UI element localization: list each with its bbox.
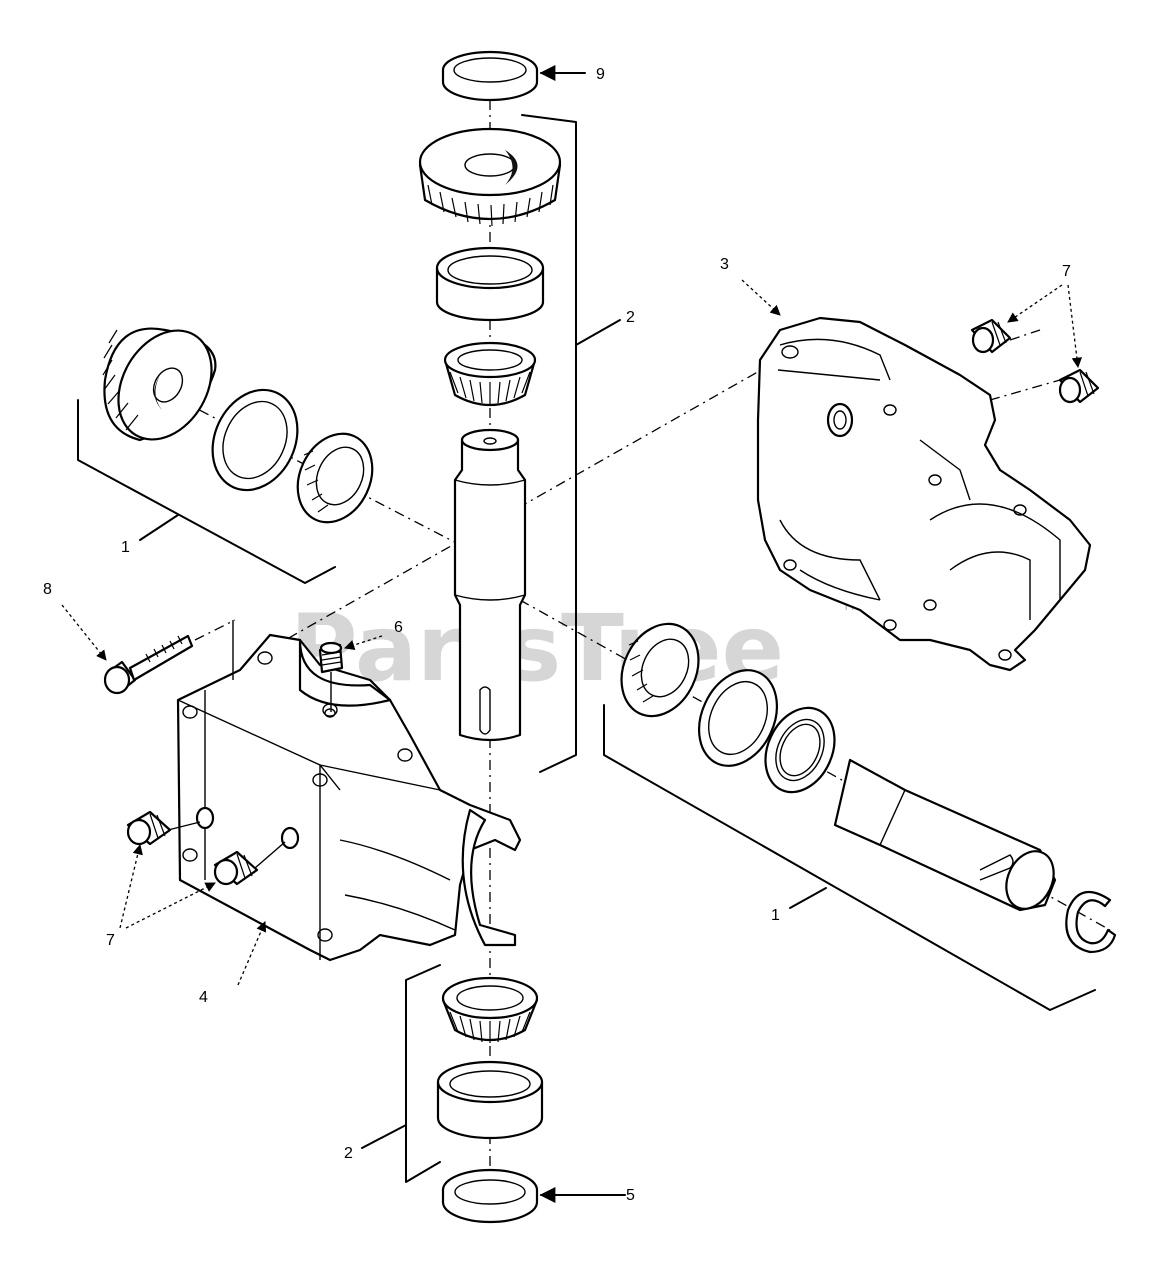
housing-half-right	[756, 316, 1092, 672]
tapered-bearing-left	[296, 432, 374, 524]
callout-4: 4	[199, 989, 208, 1006]
callout-3: 3	[720, 256, 729, 273]
bearing-cup-left	[211, 388, 299, 492]
callout-5: 5	[626, 1187, 635, 1204]
seal-part-9	[441, 50, 539, 102]
seal-right	[764, 706, 836, 794]
cap-screw-part-8	[103, 634, 194, 695]
callout-7-left: 7	[106, 932, 115, 949]
horizontal-shaft	[833, 758, 1057, 912]
bevel-gear-top	[418, 127, 562, 227]
callout-6: 6	[394, 619, 403, 636]
pipe-plug-right-a	[970, 318, 1012, 354]
callout-8: 8	[43, 581, 52, 598]
pipe-plug-part-6	[318, 641, 344, 674]
tapered-bearing-bottom	[441, 976, 539, 1043]
bearing-cup-right	[698, 669, 778, 767]
bearing-cup-top	[435, 246, 545, 322]
vertical-shaft	[453, 428, 527, 742]
callout-9: 9	[596, 66, 605, 83]
callout-2-top: 2	[626, 309, 635, 326]
seal-part-5	[441, 1168, 539, 1224]
bearing-cup-bottom	[436, 1060, 544, 1140]
callout-1-left: 1	[121, 539, 130, 556]
callout-7-right: 7	[1062, 263, 1071, 280]
snap-ring-right	[1065, 890, 1117, 954]
pipe-plug-left-a	[126, 810, 172, 846]
callout-2-bottom: 2	[344, 1145, 353, 1162]
pipe-plug-right-b	[1058, 368, 1100, 404]
tapered-bearing-right	[620, 622, 700, 718]
bevel-gear-left	[102, 327, 217, 442]
housing-half-left	[176, 633, 522, 962]
tapered-bearing-top	[443, 341, 537, 406]
pipe-plug-left-b	[213, 850, 259, 886]
callout-1-right: 1	[771, 907, 780, 924]
